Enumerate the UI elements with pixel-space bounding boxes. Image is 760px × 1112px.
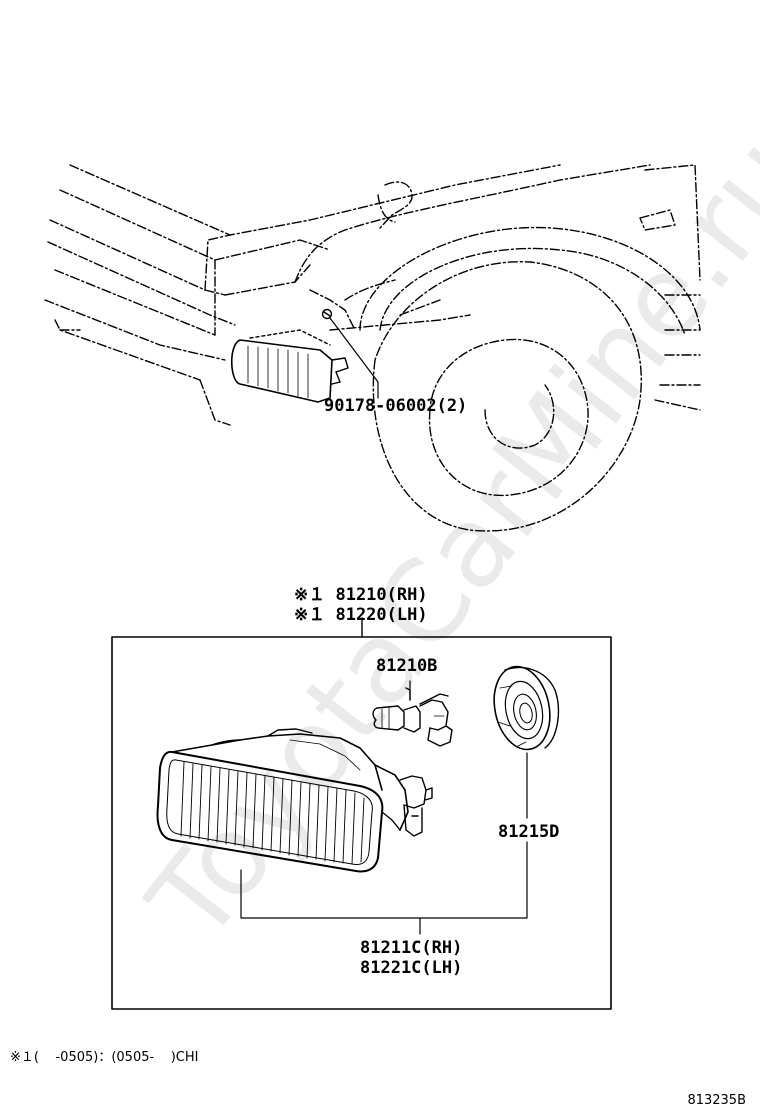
bolt-part-number: 90178-06002(2) xyxy=(324,396,468,416)
socket-cover-part-number: 81215D xyxy=(498,822,560,842)
diagram-id: 813235B xyxy=(687,1093,746,1108)
bulb-icon xyxy=(372,687,453,747)
assembly-lh-part-number: ※１ 81220(LH) xyxy=(294,605,428,625)
fog-lamp-on-vehicle-icon xyxy=(230,329,349,403)
socket-cover-icon xyxy=(493,665,560,751)
fog-lamp-assembly-icon xyxy=(156,728,433,873)
vehicle-outline xyxy=(44,164,701,532)
bolt-icon xyxy=(321,308,333,320)
lens-rh-part-number: 81211C(RH) xyxy=(360,938,463,958)
bulb-part-number: 81210B xyxy=(376,656,438,676)
lens-lh-part-number: 81221C(LH) xyxy=(360,958,463,978)
footnote: ※１( -0505)：(0505- )CHI xyxy=(10,1050,199,1065)
assembly-rh-part-number: ※１ 81210(RH) xyxy=(294,585,428,605)
